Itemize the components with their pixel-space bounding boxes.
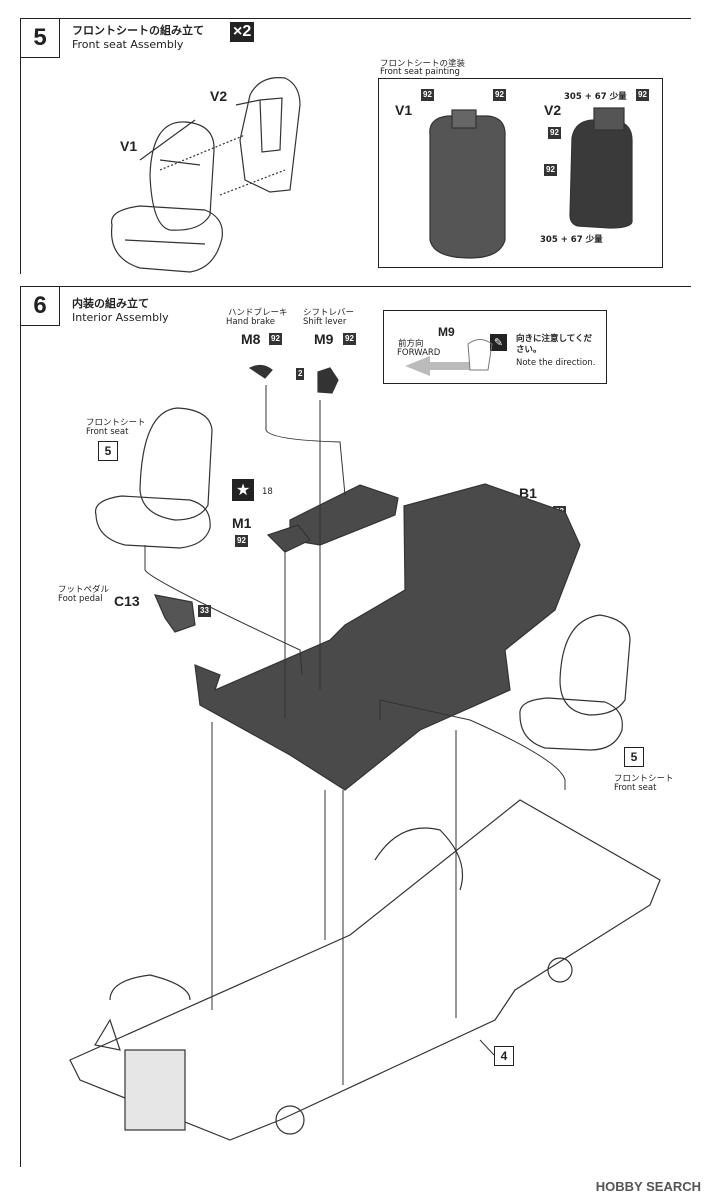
paint-mix-top: 305 + 67 少量 <box>564 92 627 102</box>
caution-icon: ✎ <box>490 334 507 351</box>
color-badge-33: 33 <box>198 605 211 617</box>
hand-brake-jp: ハンドブレーキ <box>228 308 288 318</box>
color-badge-92: 92 <box>269 333 282 345</box>
painting-v2-label: V2 <box>544 102 562 118</box>
front-seat-en-left: Front seat <box>86 427 129 437</box>
front-seat-jp-left: フロントシート <box>86 418 146 428</box>
center-console-drawing <box>266 484 399 553</box>
step6-title-jp: 内装の組み立て <box>72 297 149 310</box>
step5-number: 5 <box>20 18 60 58</box>
front-seat-jp-right: フロントシート <box>614 774 674 784</box>
step6-panel <box>20 286 691 1167</box>
painting-title-jp: フロントシートの塗装 <box>380 59 466 69</box>
color-badge-92: 92 <box>343 333 356 345</box>
color-badge-92: 92 <box>544 164 557 176</box>
hand-brake-en: Hand brake <box>226 317 276 327</box>
part-v1-label: V1 <box>120 138 138 154</box>
forward-arrow <box>405 356 470 376</box>
ref-step4: 4 <box>494 1046 514 1066</box>
direction-note-box <box>383 310 607 384</box>
painting-title-en: Front seat painting <box>380 67 460 77</box>
note-m9-label: M9 <box>438 325 455 339</box>
ref-step5-right: 5 <box>624 747 644 767</box>
star-icon: ★ <box>232 479 254 501</box>
note-jp: 向きに注意してください。 <box>516 334 592 355</box>
color-badge-92: 92 <box>548 127 561 139</box>
shift-lever-jp: シフトレバー <box>303 308 355 318</box>
step5-title-jp: フロントシートの組み立て <box>72 24 204 37</box>
painting-box <box>378 78 663 268</box>
part-v2-label: V2 <box>210 88 228 104</box>
seat-v2-drawing <box>239 77 301 193</box>
ref-badge-2: 2 <box>296 368 305 380</box>
paint-mix-bottom: 305 + 67 少量 <box>540 235 603 245</box>
painting-seat-v1 <box>429 115 506 259</box>
forward-jp: 前方向 <box>398 339 424 349</box>
foot-pedal-en: Foot pedal <box>58 594 103 604</box>
color-badge-92: 92 <box>636 89 649 101</box>
painting-seat-v2 <box>569 107 633 229</box>
watermark: HOBBY SEARCH <box>595 1179 701 1194</box>
front-seat-left-drawing <box>94 407 213 549</box>
foot-pedal-jp: フットペダル <box>58 585 110 595</box>
forward-en: FORWARD <box>397 348 441 358</box>
front-seat-en-right: Front seat <box>614 783 657 793</box>
ref-step5-left: 5 <box>98 441 118 461</box>
part-m9-label: M9 <box>314 331 334 347</box>
step6-number: 6 <box>20 286 60 326</box>
seat-v1-drawing <box>110 121 223 273</box>
painting-v1-label: V1 <box>395 102 413 118</box>
floor-pan-drawing <box>194 483 581 791</box>
color-badge-92: 92 <box>235 535 248 547</box>
step5-panel <box>20 18 691 274</box>
part-c13-label: C13 <box>114 593 140 609</box>
chassis-drawing <box>69 799 661 1141</box>
part-m1-label: M1 <box>232 515 252 531</box>
shift-lever-en: Shift lever <box>303 317 347 327</box>
quantity-badge: ×2 <box>230 22 255 42</box>
front-seat-right-drawing <box>519 614 631 751</box>
color-badge-92: 92 <box>493 89 506 101</box>
note-en: Note the direction. <box>516 358 596 368</box>
decal-18-label: 18 <box>262 487 273 497</box>
step6-title-en: Interior Assembly <box>72 311 169 324</box>
color-badge-92: 92 <box>421 89 434 101</box>
part-m8-label: M8 <box>241 331 261 347</box>
step5-title-en: Front seat Assembly <box>72 38 184 51</box>
